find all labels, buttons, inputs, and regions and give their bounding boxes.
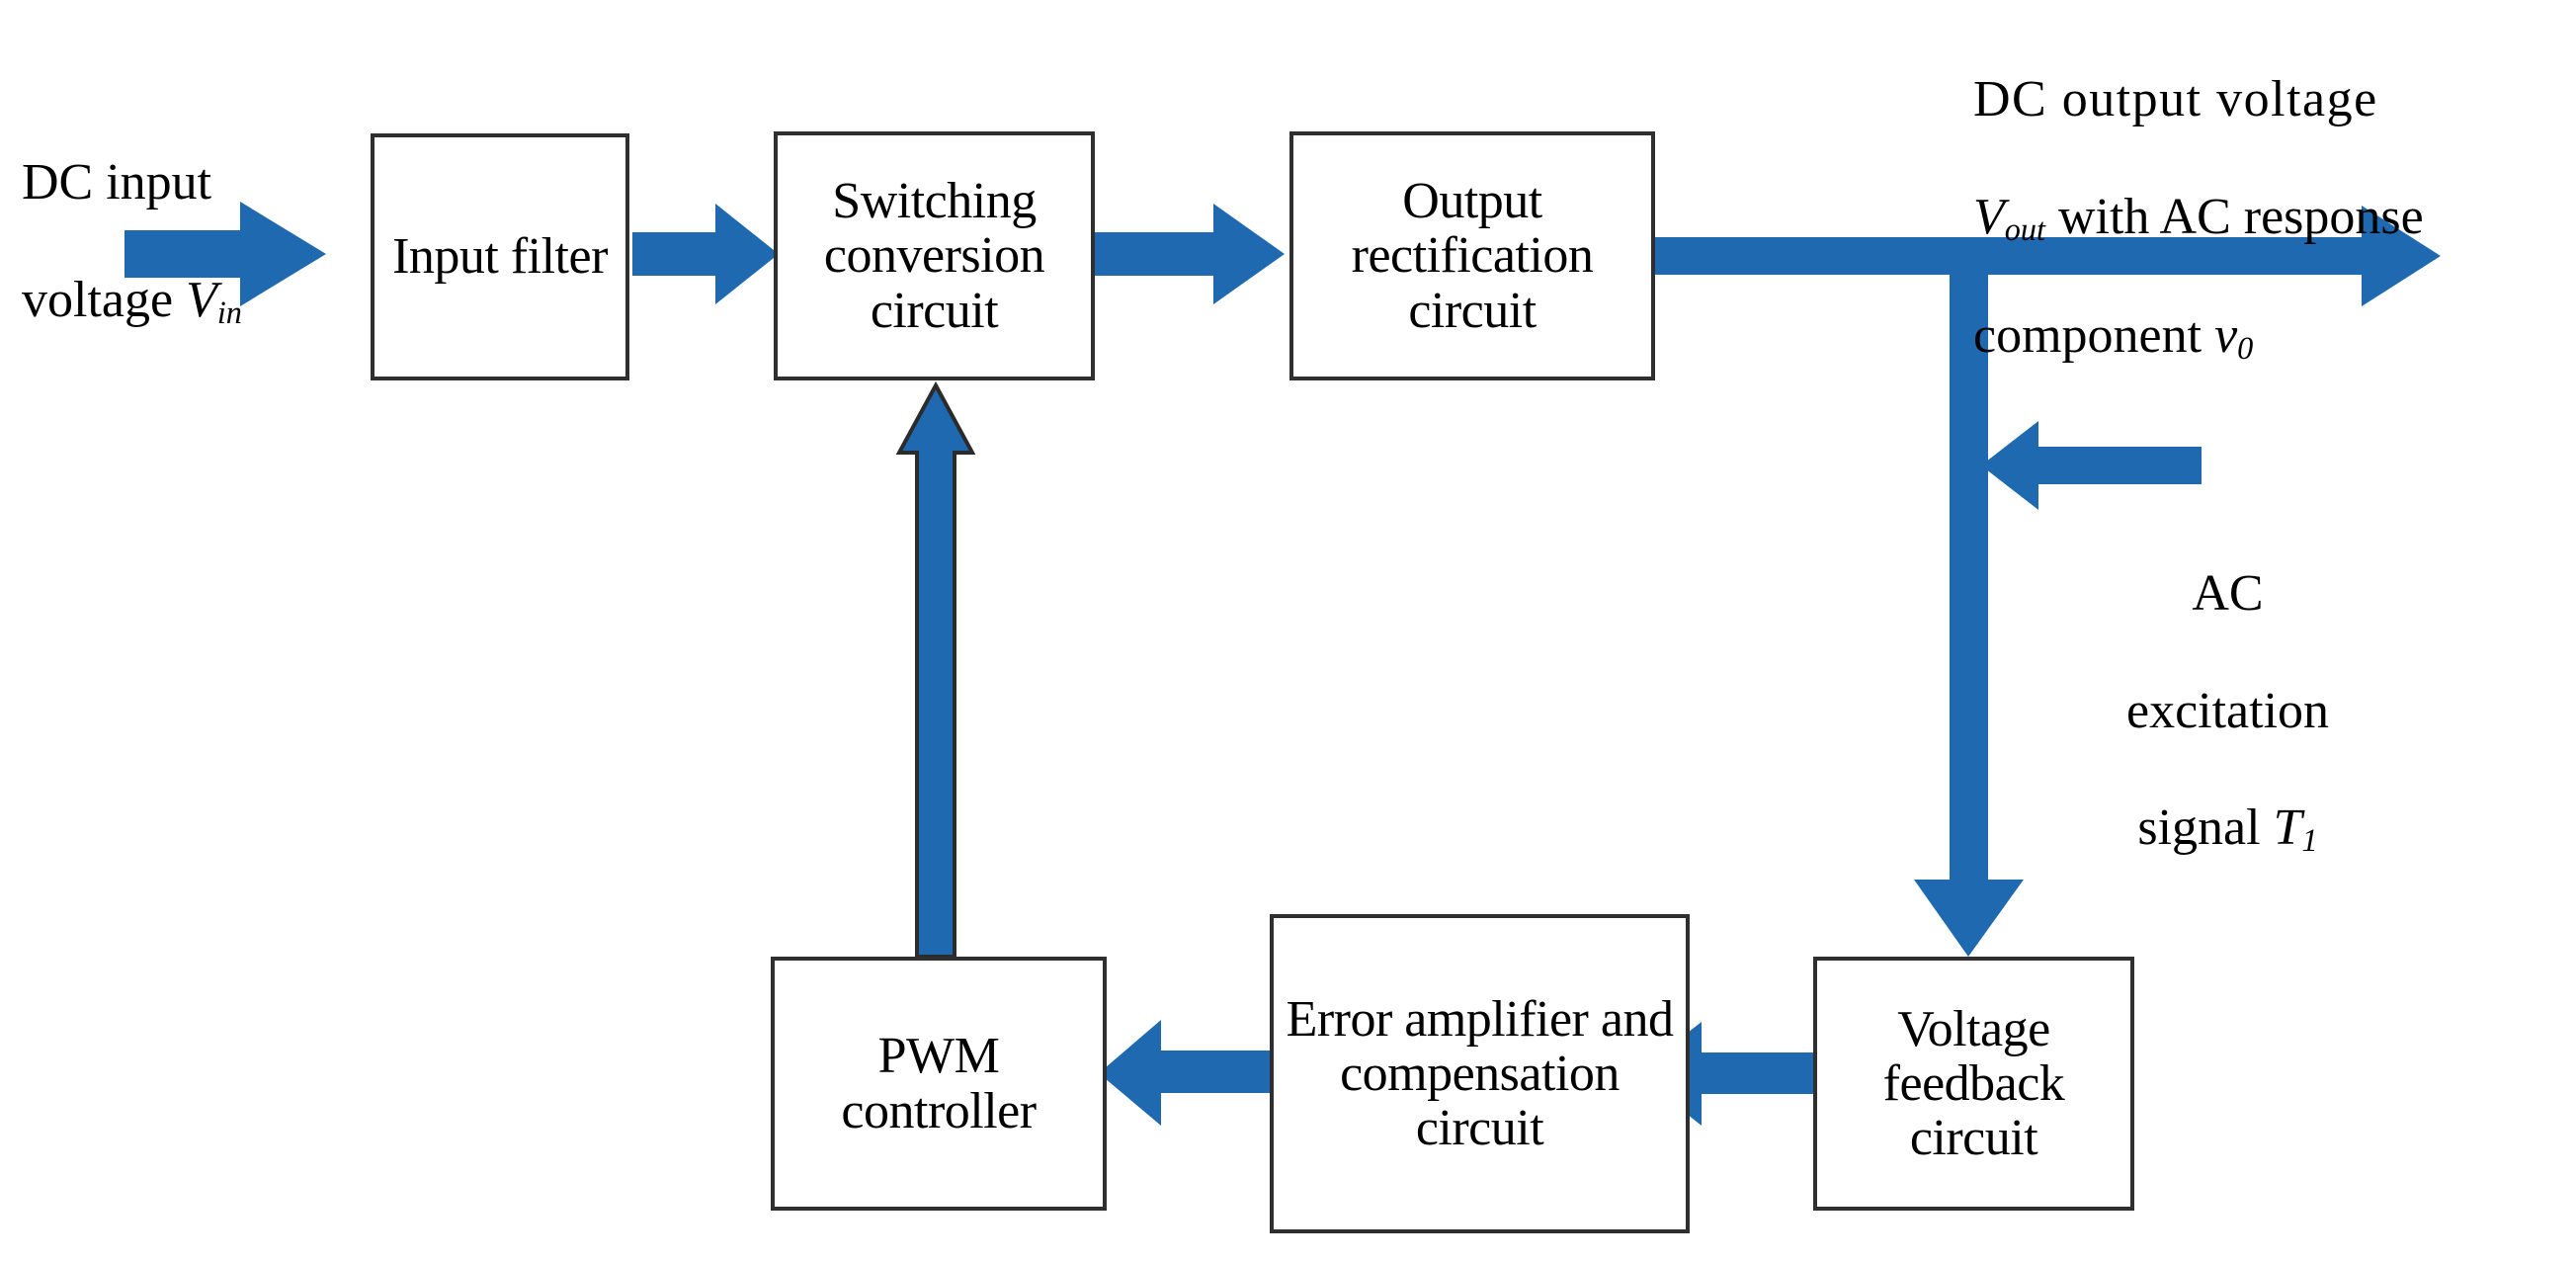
label-ac-excitation-line3: signal T1 [2137,799,2318,859]
symbol-t-one: T1 [2273,799,2318,859]
block-input-filter[interactable]: Input filter [371,133,629,380]
block-switching-conversion[interactable]: Switching conversion circuit [774,131,1095,380]
label-ac-excitation-line1: AC [2192,565,2264,623]
label-dc-input-line1: DC input [22,154,212,211]
symbol-v-out: Vout [1973,188,2045,247]
block-output-rectification-label: Output rectification circuit [1351,173,1594,339]
arrow-input-filter-to-switching [632,204,779,304]
label-dc-output-line1: DC output voltage [1973,71,2378,128]
label-dc-output-voltage: DC output voltage Vout with AC response … [1973,12,2566,425]
block-input-filter-label: Input filter [392,228,608,286]
arrow-ac-excitation-injection [1981,421,2202,510]
label-dc-output-line2: Vout with AC response [1973,188,2424,247]
label-dc-output-line3: component ν0 [1973,306,2254,366]
label-ac-excitation-signal: AC excitation signal T1 [2057,506,2398,917]
block-pwm-controller[interactable]: PWM controller [771,957,1107,1211]
symbol-v-in: Vin [186,271,242,330]
block-voltage-feedback[interactable]: Voltage feedback circuit [1813,957,2134,1211]
block-output-rectification[interactable]: Output rectification circuit [1289,131,1655,380]
arrow-pwm-to-switching [895,380,976,959]
block-error-amplifier-label: Error amplifier and compensation circuit [1286,990,1674,1157]
arrow-error-amplifier-to-pwm [1099,1020,1270,1126]
label-dc-input-voltage: DC input voltage Vin [22,95,363,389]
arrow-switching-to-rectification [1095,204,1285,304]
block-error-amplifier[interactable]: Error amplifier and compensation circuit [1270,914,1690,1233]
block-switching-conversion-label: Switching conversion circuit [823,173,1045,339]
label-ac-excitation-line2: excitation [2125,682,2330,739]
symbol-nu-zero: ν0 [2214,306,2254,366]
label-dc-input-line2: voltage Vin [22,271,242,330]
block-pwm-controller-label: PWM controller [841,1028,1037,1139]
block-voltage-feedback-label: Voltage feedback circuit [1882,1000,2065,1167]
